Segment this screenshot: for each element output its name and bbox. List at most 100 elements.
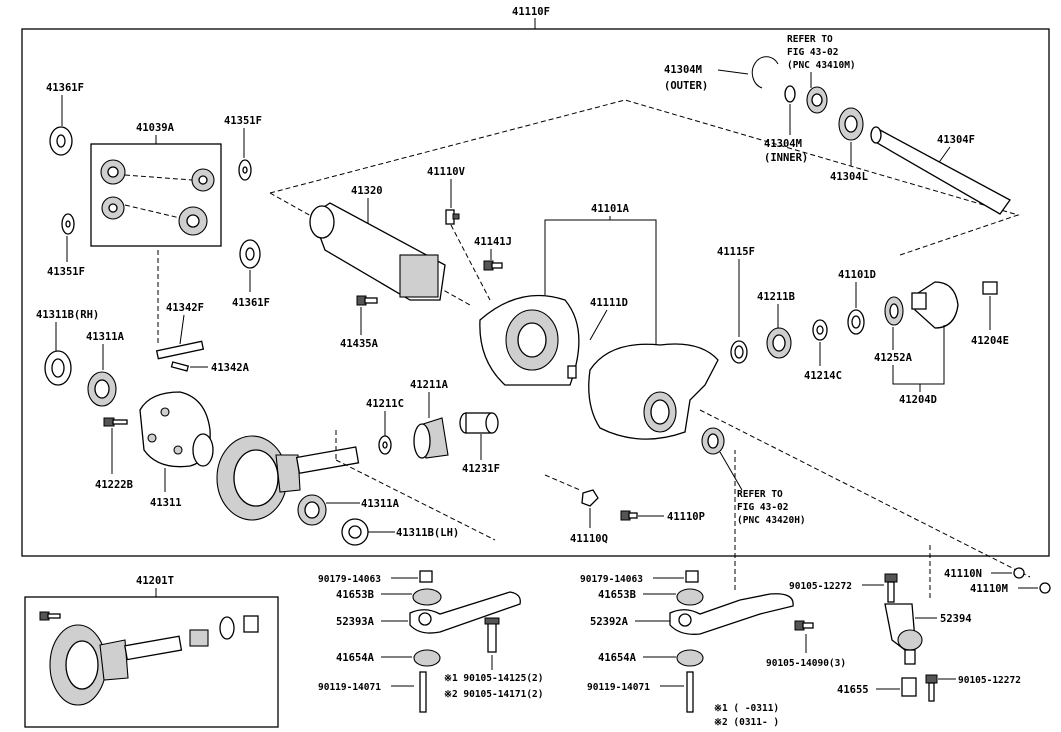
bushing-icon [676,588,704,606]
part-label-41351F-top[interactable]: 41351F [224,115,262,127]
part-label-41304M-outer[interactable]: 41304M [664,64,702,76]
part-label-41342A[interactable]: 41342A [211,362,250,374]
housing-icon [309,202,446,301]
bolt-icon [620,510,638,521]
part-label-41304F[interactable]: 41304F [937,134,975,146]
part-label-41342F[interactable]: 41342F [166,302,204,314]
part-label-41351F-bottom[interactable]: 41351F [47,266,85,278]
part-label-41111D[interactable]: 41111D [590,297,628,309]
part-label-41211C[interactable]: 41211C [366,398,404,410]
part-label-90105-14171[interactable]: ※2 90105-14171(2) [444,689,543,700]
part-label-41311A-bottom[interactable]: 41311A [361,498,400,510]
part-label-41110V[interactable]: 41110V [427,166,466,178]
pin-icon [567,365,577,379]
part-label-90179-14063-left[interactable]: 90179-14063 [318,574,381,585]
part-label-41214C[interactable]: 41214C [804,370,842,382]
bushing-icon [459,412,499,434]
bolt-icon [794,620,814,631]
part-label-90105-14125[interactable]: ※1 90105-14125(2) [444,673,543,684]
refer-fig-43-02-bottom-line2[interactable]: FIG 43-02 [737,502,788,513]
bolt-icon [356,295,378,306]
part-label-41222B[interactable]: 41222B [95,479,133,491]
refer-fig-43-02-top-line2[interactable]: FIG 43-02 [787,47,838,58]
bearing-icon [806,86,828,114]
part-label-41361F-bottom[interactable]: 41361F [232,297,270,309]
part-label-41320[interactable]: 41320 [351,185,383,197]
part-label-41211B[interactable]: 41211B [757,291,795,303]
seal-icon [884,296,904,326]
bracket-icon [409,591,521,634]
snap-ring-icon [784,85,796,103]
bushing-icon [413,649,441,667]
part-label-52393A[interactable]: 52393A [336,616,375,628]
part-label-52394[interactable]: 52394 [940,613,972,625]
gear-icon [216,435,360,521]
part-label-52392A[interactable]: 52392A [590,616,629,628]
part-label-41110N[interactable]: 41110N [944,568,982,580]
refer-fig-43-02-bottom-line3[interactable]: (PNC 43420H) [737,515,806,526]
part-label-41141J[interactable]: 41141J [474,236,512,248]
part-label-41204D[interactable]: 41204D [899,394,937,406]
part-label-41311[interactable]: 41311 [150,497,182,509]
part-label-41110M[interactable]: 41110M [970,583,1008,595]
part-label-90119-14071-right[interactable]: 90119-14071 [587,682,650,693]
part-label-41435A[interactable]: 41435A [340,338,379,350]
part-label-41311A-top[interactable]: 41311A [86,331,125,343]
part-label-41304M-inner-note[interactable]: (INNER) [764,152,808,164]
part-label-41252A[interactable]: 41252A [874,352,913,364]
bolt-icon [484,617,500,653]
bracket-icon [669,593,794,635]
bearing-icon [413,417,449,459]
bearing-icon [838,107,864,141]
nut-icon [1013,567,1025,579]
part-label-41101D[interactable]: 41101D [838,269,876,281]
part-label-41654A-right[interactable]: 41654A [598,652,637,664]
bolt-icon [103,417,128,427]
part-label-41653B-right[interactable]: 41653B [598,589,636,601]
refer-fig-43-02-top-line1[interactable]: REFER TO [787,34,833,45]
nut-icon [419,570,433,583]
part-label-41115F[interactable]: 41115F [717,246,755,258]
part-label-41361F-top[interactable]: 41361F [46,82,84,94]
part-label-41211A[interactable]: 41211A [410,379,449,391]
shaft-icon [870,126,1011,215]
bolt-icon [1039,582,1051,594]
part-label-41110P[interactable]: 41110P [667,511,705,523]
main-assembly-frame [21,28,1050,557]
part-label-41201T[interactable]: 41201T [136,575,174,587]
part-label-41231F[interactable]: 41231F [462,463,500,475]
washer-icon [239,239,261,269]
part-label-41304M-inner[interactable]: 41304M [764,138,802,150]
part-label-41653B-left[interactable]: 41653B [336,589,374,601]
snap-ring-icon [751,56,779,89]
part-label-41311B-RH[interactable]: 41311B(RH) [36,309,99,321]
seal-icon [847,309,865,335]
part-label-41039A[interactable]: 41039A [136,122,175,134]
part-label-41101A[interactable]: 41101A [591,203,630,215]
flange-icon [911,281,959,329]
footnote-2: ※2 (0311- ) [714,717,779,728]
bushing-icon [676,649,704,667]
part-label-41311B-LH[interactable]: 41311B(LH) [396,527,459,539]
part-label-41655[interactable]: 41655 [837,684,869,696]
part-label-90119-14071-left[interactable]: 90119-14071 [318,682,381,693]
housing-icon [479,294,580,386]
part-label-90179-14063-right[interactable]: 90179-14063 [580,574,643,585]
refer-fig-43-02-top-line3[interactable]: (PNC 43410M) [787,60,856,71]
part-label-41304L[interactable]: 41304L [830,171,868,183]
part-label-41204E[interactable]: 41204E [971,335,1009,347]
bolt-icon [483,260,503,271]
housing-icon [588,343,719,440]
part-label-90105-12272-top[interactable]: 90105-12272 [789,581,852,592]
refer-fig-43-02-bottom-line1[interactable]: REFER TO [737,489,783,500]
bushing-icon [901,677,917,697]
bearing-icon [766,327,792,359]
part-label-41110F[interactable]: 41110F [512,6,550,18]
part-label-90105-14090[interactable]: 90105-14090(3) [766,658,846,669]
part-label-41110Q[interactable]: 41110Q [570,533,608,545]
part-label-41654A-left[interactable]: 41654A [336,652,375,664]
washer-icon [378,435,392,455]
part-label-90105-12272-bottom[interactable]: 90105-12272 [958,675,1021,686]
part-label-41304M-outer-note[interactable]: (OUTER) [664,80,708,92]
